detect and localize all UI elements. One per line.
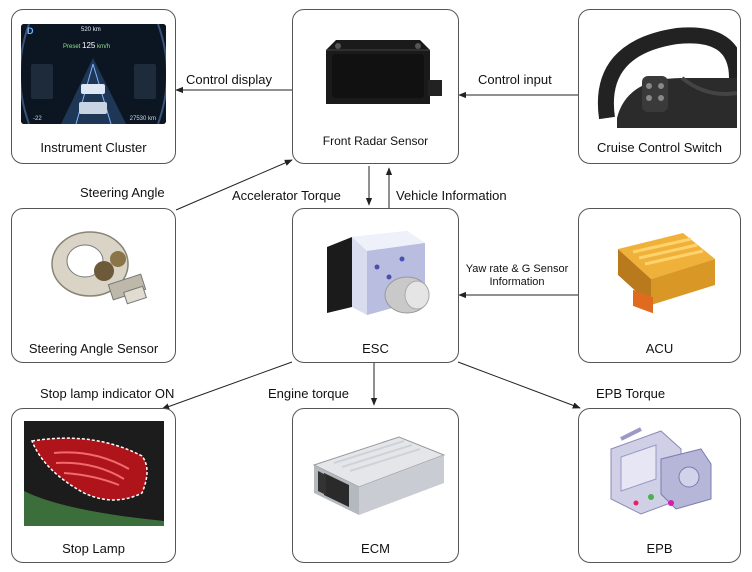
acu-node: ACU [578, 208, 741, 363]
epb-caliper-image [610, 427, 712, 515]
label-stop-lamp-indicator: Stop lamp indicator ON [40, 386, 175, 401]
label-control-input: Control input [478, 72, 552, 87]
steering-wheel-image [597, 27, 737, 128]
label-accelerator-torque: Accelerator Torque [232, 188, 341, 203]
instrument-cluster-image: D 520 km Preset 125 km/h -22 27530 km [21, 24, 166, 124]
arrow-steering-angle [175, 159, 293, 211]
arrow-stop-lamp [161, 361, 293, 410]
acu-label: ACU [645, 341, 674, 356]
cluster-screen-graphic [21, 24, 166, 124]
cluster-top-value: 520 km [81, 27, 101, 33]
cluster-speed-readout: Preset 125 km/h [63, 41, 111, 50]
stop-lamp-label: Stop Lamp [62, 541, 125, 556]
cluster-gear: D [27, 26, 34, 36]
cruise-control-switch-label: Cruise Control Switch [597, 140, 722, 155]
steering-angle-sensor-label: Steering Angle Sensor [28, 341, 159, 356]
instrument-cluster-label: Instrument Cluster [40, 140, 147, 155]
steering-angle-sensor-image [51, 231, 147, 305]
stop-lamp-image [24, 421, 164, 526]
epb-node: EPB [578, 408, 741, 563]
label-engine-torque: Engine torque [268, 386, 349, 401]
label-control-display: Control display [186, 72, 272, 87]
epb-label: EPB [646, 541, 673, 556]
label-yaw-rate: Yaw rate & G Sensor Information [465, 263, 569, 288]
front-radar-sensor-node: Front Radar Sensor [292, 9, 459, 164]
esc-label: ESC [362, 341, 389, 356]
label-steering-angle: Steering Angle [80, 185, 165, 200]
label-epb-torque: EPB Torque [596, 386, 666, 401]
radar-sensor-image [326, 40, 442, 104]
instrument-cluster-node: D 520 km Preset 125 km/h -22 27530 km In… [11, 9, 176, 164]
ecm-module-image [312, 436, 446, 515]
cruise-control-switch-node: Cruise Control Switch [578, 9, 741, 164]
steering-angle-sensor-node: Steering Angle Sensor [11, 208, 176, 363]
cluster-bottom-right: 27530 km [129, 116, 156, 122]
cluster-bottom-left: -22 [33, 116, 42, 122]
acu-module-image [618, 233, 715, 314]
esc-module-image [327, 231, 430, 315]
front-radar-sensor-label: Front Radar Sensor [322, 134, 429, 148]
ecm-node: ECM [292, 408, 459, 563]
ecm-label: ECM [361, 541, 390, 556]
stop-lamp-node: Stop Lamp [11, 408, 176, 563]
esc-node: ESC [292, 208, 459, 363]
arrow-epb-torque [457, 361, 581, 409]
label-vehicle-information: Vehicle Information [396, 188, 507, 203]
